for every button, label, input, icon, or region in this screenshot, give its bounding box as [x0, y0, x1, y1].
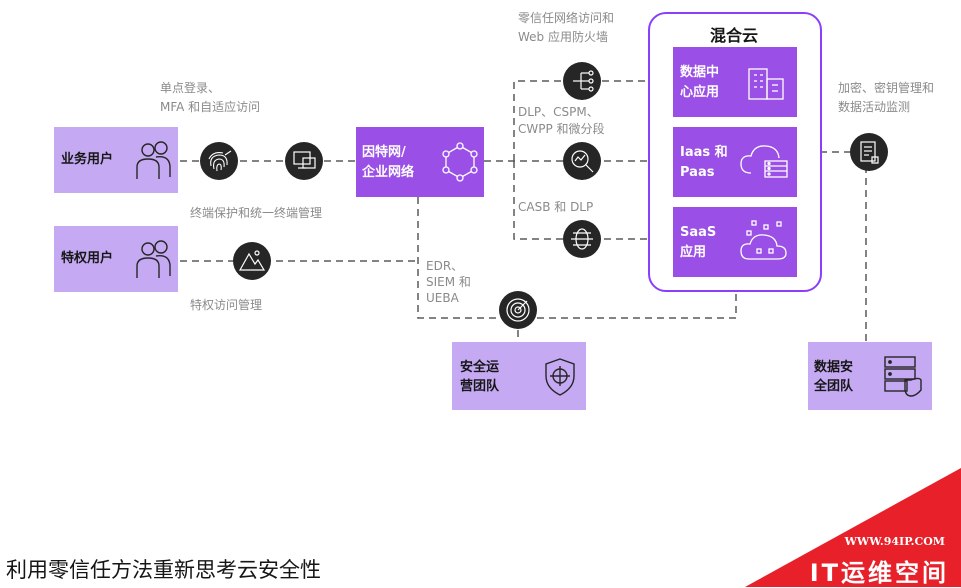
internet-network-box: 因特网/ 企业网络 [356, 127, 484, 197]
saas-label-line1: SaaS [680, 225, 717, 240]
server-lock-icon [884, 356, 922, 397]
iaas-paas-box: Iaas 和 Paas [673, 127, 797, 197]
secops-label-line1: 安全运 [460, 360, 500, 375]
hybrid-cloud-title: 混合云 [710, 26, 759, 45]
edr-label-line2: SIEM 和 [426, 275, 471, 289]
fingerprint-icon [200, 142, 238, 180]
secops-label-line2: 营团队 [460, 379, 500, 394]
document-lock-icon [850, 133, 888, 171]
datacenter-label-line1: 数据中 [680, 65, 720, 80]
endpoint-label: 终端保护和统一终端管理 [190, 206, 323, 220]
watermark-name: IT运维空间 [809, 559, 949, 587]
iaas-label-line2: Paas [680, 165, 715, 180]
zt-label-line1: 零信任网络访问和 [518, 11, 615, 25]
saas-apps-box: SaaS 应用 [673, 207, 797, 277]
network-tree-icon [563, 62, 601, 100]
datasec-label-line2: 全团队 [814, 379, 854, 394]
privileged-users-label: 特权用户 [61, 251, 114, 266]
datacenter-apps-box: 数据中 心应用 [673, 47, 797, 117]
shield-icon [545, 358, 575, 396]
cloud-server-icon [740, 145, 788, 178]
encrypted-tunnel-icon [563, 220, 601, 258]
edr-label-line1: EDR、 [426, 259, 464, 273]
cloud-apps-icon [740, 220, 787, 260]
security-ops-team-box: 安全运 营团队 [452, 342, 586, 410]
sso-label-line2: MFA 和自适应访问 [160, 100, 261, 114]
network-icon [442, 142, 478, 182]
encryption-label-line2: 数据活动监测 [838, 100, 911, 114]
data-security-team-box: 数据安 全团队 [808, 342, 932, 410]
datasec-label-line1: 数据安 [814, 360, 854, 375]
watermark-url: WWW.94IP.COM [844, 535, 945, 548]
users-icon [136, 141, 171, 179]
privileged-access-label: 特权访问管理 [190, 298, 263, 312]
saas-label-line2: 应用 [680, 245, 707, 260]
page-title: 利用零信任方法重新思考云安全性 [6, 558, 321, 582]
internet-label-line1: 因特网/ [362, 145, 406, 160]
iaas-label-line1: Iaas 和 [680, 145, 728, 160]
zt-label-line2: Web 应用防火墙 [518, 30, 608, 44]
devices-icon [285, 142, 323, 180]
datacenter-label-line2: 心应用 [680, 85, 720, 100]
users-icon [136, 240, 171, 278]
casb-label: CASB 和 DLP [518, 200, 594, 214]
building-icon [748, 68, 784, 100]
magnify-chart-icon [563, 142, 601, 180]
dlp-label-line1: DLP、CSPM、 [518, 105, 599, 119]
business-users-label: 业务用户 [61, 152, 114, 167]
edr-label-line3: UEBA [426, 291, 459, 305]
sso-label-line1: 单点登录、 [160, 81, 221, 95]
business-users-box: 业务用户 [54, 127, 178, 193]
encryption-label-line1: 加密、密钥管理和 [838, 81, 935, 95]
internet-label-line2: 企业网络 [362, 165, 415, 180]
privileged-users-box: 特权用户 [54, 226, 178, 292]
dlp-label-line2: CWPP 和微分段 [518, 122, 605, 136]
radar-icon [499, 291, 537, 329]
mountain-key-icon [233, 242, 271, 280]
